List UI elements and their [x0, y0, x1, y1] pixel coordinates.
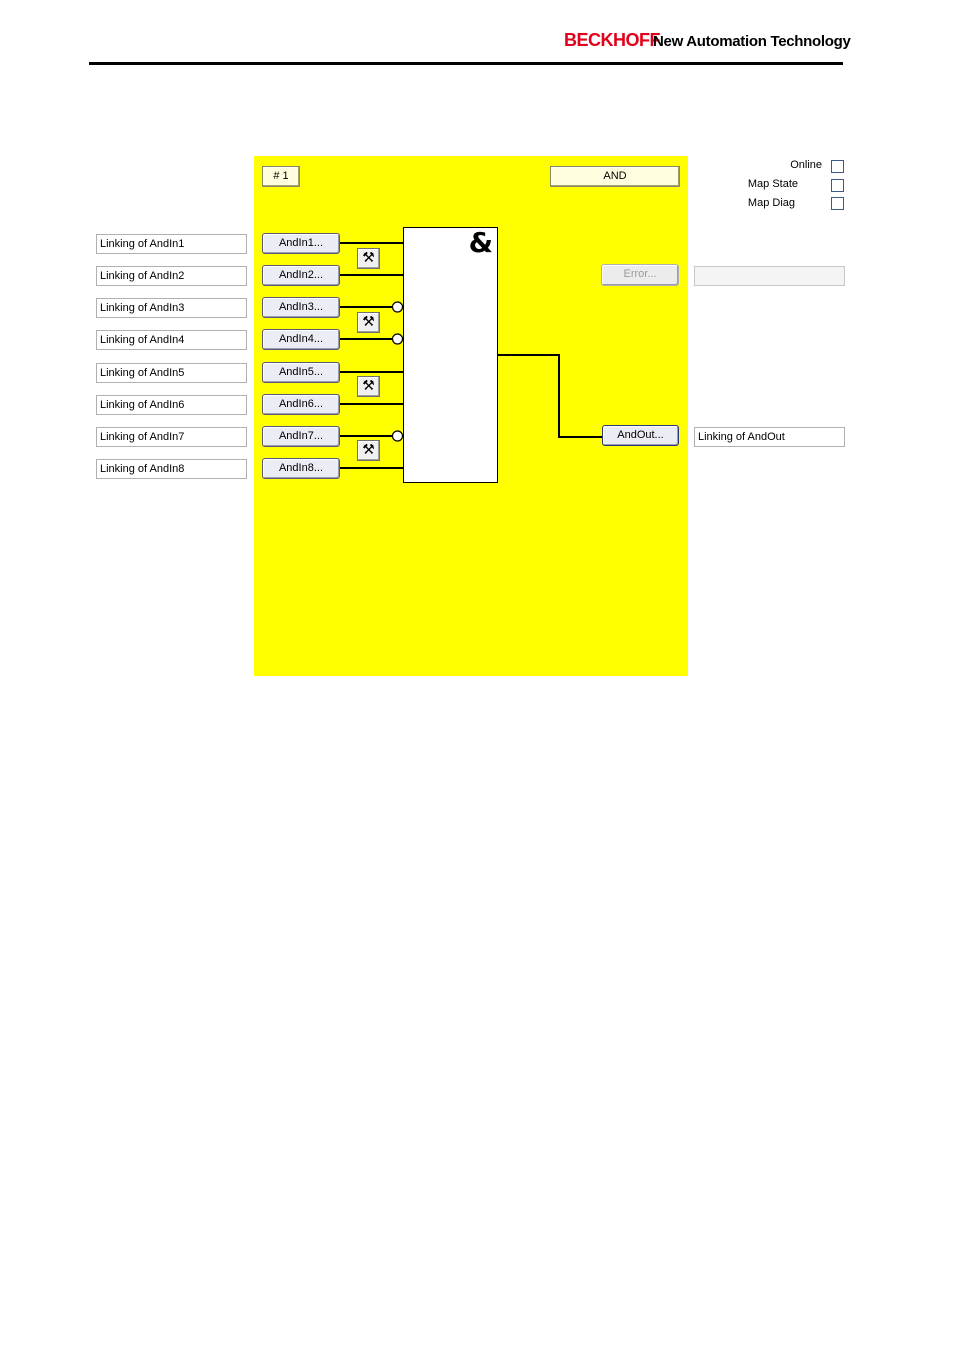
block-number-button[interactable]: # 1 — [262, 166, 300, 187]
brand-logo: BECKHOFF — [564, 30, 661, 50]
input-button-4[interactable]: AndIn4... — [262, 329, 340, 350]
input-button-5[interactable]: AndIn5... — [262, 362, 340, 383]
hammer-wrench-icon: ⚒ — [362, 378, 375, 394]
input-link-3[interactable]: Linking of AndIn3 — [96, 298, 247, 318]
map-diag-checkbox[interactable] — [831, 197, 844, 210]
input-button-1[interactable]: AndIn1... — [262, 233, 340, 254]
input-pair-1-settings-button[interactable]: ⚒ — [357, 248, 380, 269]
input-link-1[interactable]: Linking of AndIn1 — [96, 234, 247, 254]
input-button-3[interactable]: AndIn3... — [262, 297, 340, 318]
hammer-wrench-icon: ⚒ — [362, 250, 375, 266]
input-button-2[interactable]: AndIn2... — [262, 265, 340, 286]
input-link-4[interactable]: Linking of AndIn4 — [96, 330, 247, 350]
header-rule — [89, 62, 843, 65]
map-state-label: Map State — [747, 178, 798, 190]
input-link-5[interactable]: Linking of AndIn5 — [96, 363, 247, 383]
map-state-checkbox[interactable] — [831, 179, 844, 192]
input-link-6[interactable]: Linking of AndIn6 — [96, 395, 247, 415]
brand-tagline: New Automation Technology — [653, 33, 851, 50]
input-pair-2-settings-button[interactable]: ⚒ — [357, 312, 380, 333]
error-field — [694, 266, 845, 286]
block-type-button[interactable]: AND — [550, 166, 680, 187]
hammer-wrench-icon: ⚒ — [362, 314, 375, 330]
online-label: Online — [790, 159, 822, 171]
and-gate: & — [403, 226, 498, 483]
online-checkbox[interactable] — [831, 160, 844, 173]
input-button-6[interactable]: AndIn6... — [262, 394, 340, 415]
and-symbol: & — [468, 226, 493, 259]
negation-bubble-7 — [391, 430, 404, 442]
error-button[interactable]: Error... — [601, 264, 679, 286]
output-link[interactable]: Linking of AndOut — [694, 427, 845, 447]
output-button[interactable]: AndOut... — [602, 425, 679, 446]
input-link-8[interactable]: Linking of AndIn8 — [96, 459, 247, 479]
hammer-wrench-icon: ⚒ — [362, 442, 375, 458]
input-pair-3-settings-button[interactable]: ⚒ — [357, 376, 380, 397]
map-diag-label: Map Diag — [747, 197, 795, 209]
input-pair-4-settings-button[interactable]: ⚒ — [357, 440, 380, 461]
input-link-2[interactable]: Linking of AndIn2 — [96, 266, 247, 286]
negation-bubble-4 — [391, 333, 404, 345]
input-link-7[interactable]: Linking of AndIn7 — [96, 427, 247, 447]
input-button-8[interactable]: AndIn8... — [262, 458, 340, 479]
input-button-7[interactable]: AndIn7... — [262, 426, 340, 447]
negation-bubble-3 — [391, 301, 404, 313]
